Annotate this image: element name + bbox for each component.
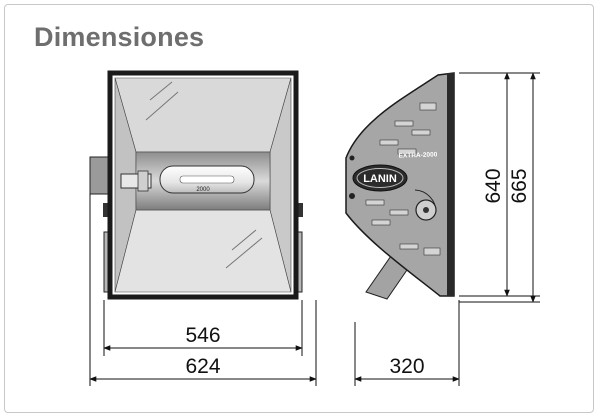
brand-label: LANIN (363, 173, 397, 185)
cooling-fins (365, 102, 441, 256)
lamp-wattage-label: 2000 (196, 187, 210, 193)
dim-front-inner-width: 546 (185, 324, 220, 347)
dim-height-inner: 640 (482, 168, 505, 203)
side-view: EXTRA-2000 LANIN (345, 72, 455, 300)
side-bolt (349, 193, 355, 199)
model-label: EXTRA-2000 (399, 151, 438, 159)
reflector-top (114, 77, 292, 153)
bracket-bolt-left (103, 203, 111, 217)
lamp-arc-tube (179, 175, 235, 184)
page-title: Dimensiones (34, 22, 205, 52)
glare-line (225, 237, 263, 269)
dim-side-depth: 320 (389, 355, 424, 378)
glare-line (149, 81, 173, 101)
dim-front-outer-width: 624 (185, 355, 220, 378)
brand-badge-rim (356, 168, 404, 188)
dim-height-outer: 665 (508, 168, 531, 203)
side-bolt (349, 155, 355, 161)
front-view: 2000 (89, 70, 303, 300)
lamp-socket-collar (137, 170, 149, 192)
reflector-bottom (114, 209, 292, 293)
tilt-pivot-center (423, 207, 429, 213)
dimension-lines (89, 72, 540, 386)
glare-line (145, 91, 179, 121)
brand-badge (352, 164, 408, 192)
side-bezel (447, 73, 454, 296)
glare-line (231, 229, 257, 251)
bracket-bolt-right (295, 203, 303, 217)
